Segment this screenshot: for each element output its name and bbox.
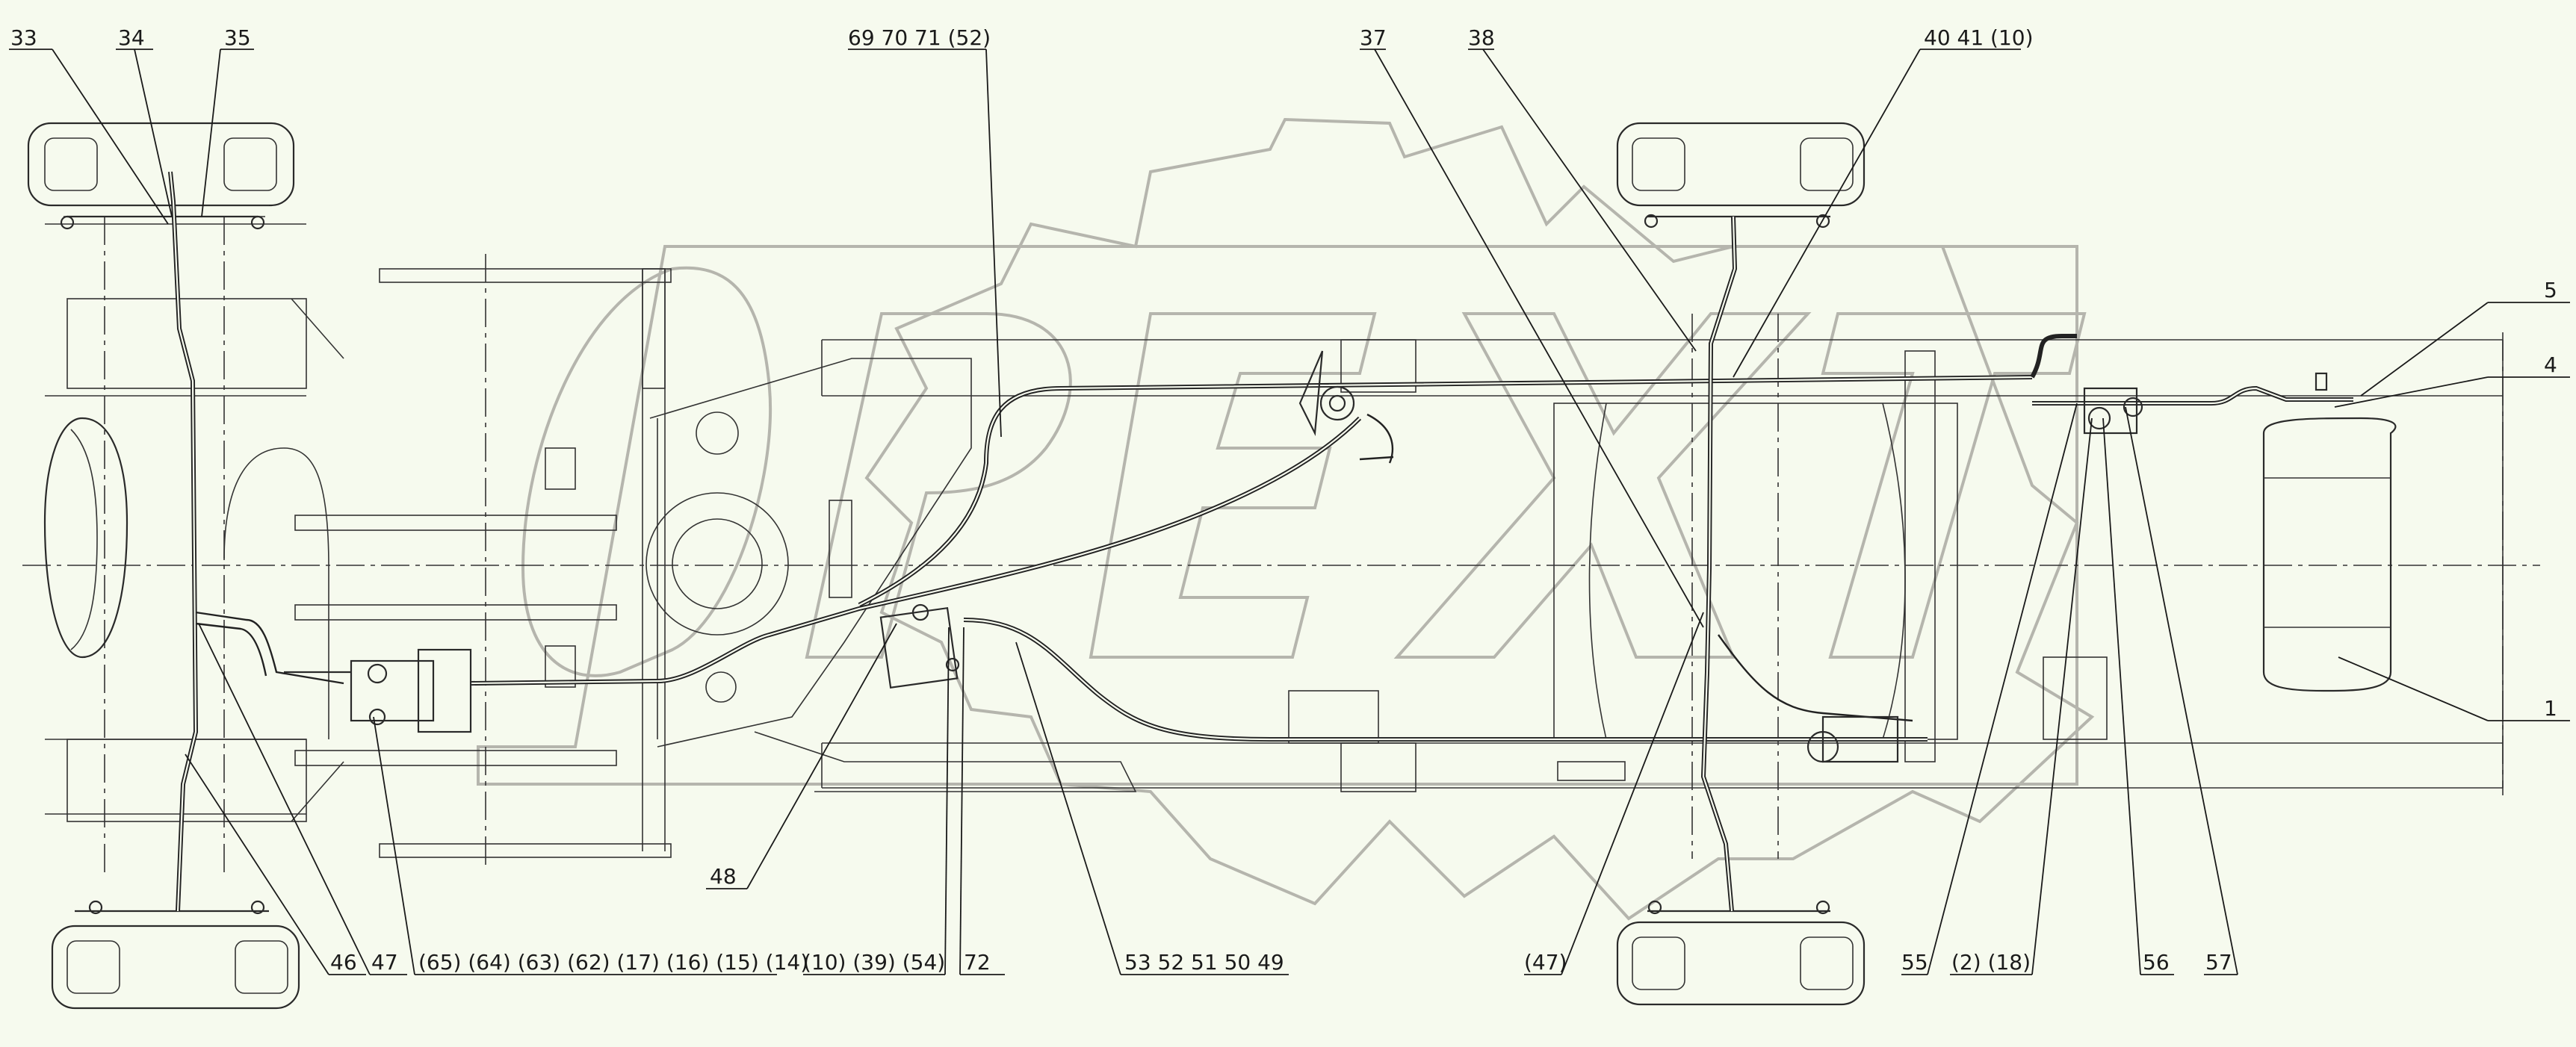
callouts-right: 5 4 1 (2544, 278, 2557, 721)
pneumatic-lines (168, 171, 2353, 912)
callouts-bottom: 46 47 (65) (64) (63) (62) (17) (16) (15)… (330, 864, 2232, 975)
callout-53-52-51-50-49: 53 52 51 50 49 (1124, 950, 1284, 975)
callout-56: 56 (2143, 950, 2170, 975)
valve-center (879, 603, 960, 689)
watermark-frame (477, 245, 2078, 786)
callout-4: 4 (2544, 352, 2557, 377)
callout-34: 34 (118, 25, 145, 50)
callout-65-to-14: (65) (64) (63) (62) (17) (16) (15) (14) (418, 950, 808, 975)
callout-69-70-71-52: 69 70 71 (52) (848, 25, 991, 50)
callouts-top: 33 34 35 69 70 71 (52) 37 38 40 41 (10) (10, 25, 2034, 50)
leader-lines (9, 49, 2570, 975)
wheel-rear-left (51, 900, 300, 1010)
rear-valve-assembly (1806, 387, 2143, 763)
callout-10-39-54: (10) (39) (54) (803, 950, 945, 975)
callout-33: 33 (10, 25, 37, 50)
callout-2-18: (2) (18) (1951, 950, 2031, 975)
wheel-front-right (1616, 122, 1866, 229)
callout-38: 38 (1468, 25, 1495, 50)
callout-5: 5 (2544, 278, 2557, 302)
wheel-rear-right (1616, 900, 1866, 1006)
watermark-letter-5 (1821, 312, 2087, 659)
horn (1298, 350, 1355, 436)
callout-55: 55 (1901, 950, 1928, 975)
callout-57: 57 (2205, 950, 2232, 975)
watermark-logo (477, 117, 2095, 921)
front-tire-inner (70, 429, 98, 650)
watermark-letter-2 (805, 312, 1072, 659)
watermark-gear (864, 117, 2095, 921)
callout-46: 46 (330, 950, 357, 975)
callout-72: 72 (964, 950, 991, 975)
callout-37: 37 (1360, 25, 1387, 50)
front-tire-outline (43, 417, 129, 659)
callout-1: 1 (2544, 696, 2557, 721)
brake-chamber-left (284, 648, 472, 733)
air-tank (2262, 372, 2397, 692)
watermark-letter-3 (1089, 312, 1377, 659)
watermark-letter-4 (1393, 312, 1812, 659)
callout-47: 47 (371, 950, 398, 975)
callout-48: 48 (710, 864, 737, 889)
callout-47-paren: (47) (1524, 950, 1567, 975)
watermark-letter-1 (521, 266, 772, 677)
callout-40-41-10: 40 41 (10) (1924, 25, 2034, 50)
engine-section (223, 411, 852, 739)
callout-35: 35 (224, 25, 251, 50)
